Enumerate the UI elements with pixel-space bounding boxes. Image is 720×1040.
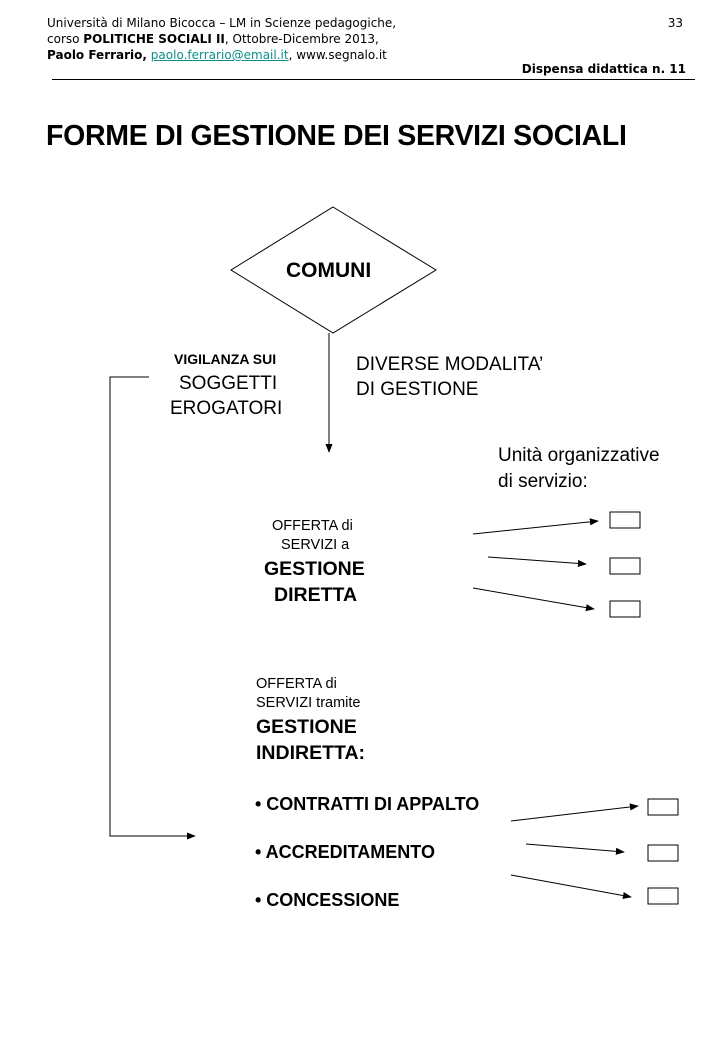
header-course-name: POLITICHE SOCIALI II xyxy=(83,32,225,46)
unita-line-1: Unità organizzative xyxy=(498,445,660,466)
header-line-3: Paolo Ferrario, paolo.ferrario@email.it,… xyxy=(47,47,396,63)
indiretta-line-1: OFFERTA di xyxy=(256,676,337,692)
unita-line-2: di servizio: xyxy=(498,471,588,492)
bullet-accreditamento: • ACCREDITAMENTO xyxy=(255,842,435,862)
modalita-line-1: DIVERSE MODALITA’ xyxy=(356,354,544,375)
vigilanza-soggetti: SOGGETTI xyxy=(179,373,278,394)
indiretta-arrow-3 xyxy=(510,874,632,900)
indiretta-line-2: SERVIZI tramite xyxy=(256,695,361,711)
unit-box-diretta-3 xyxy=(609,600,641,618)
unit-box-diretta-1 xyxy=(609,511,641,529)
unit-box-indiretta-2 xyxy=(647,844,679,862)
diretta-line-3: GESTIONE xyxy=(264,558,365,580)
header-course-prefix: corso xyxy=(47,32,84,46)
header-website: , www.segnalo.it xyxy=(288,48,387,62)
bullet-contratti-appalto: • CONTRATTI DI APPALTO xyxy=(255,794,480,814)
diretta-arrow-3 xyxy=(472,587,595,612)
vigilanza-erogatori: EROGATORI xyxy=(170,398,283,419)
diretta-arrow-1 xyxy=(472,518,599,535)
indiretta-arrow-2 xyxy=(525,843,625,855)
indiretta-line-4: INDIRETTA: xyxy=(256,742,366,764)
indiretta-line-3: GESTIONE xyxy=(256,716,357,738)
page-title: FORME DI GESTIONE DEI SERVIZI SOCIALI xyxy=(46,120,627,152)
diretta-line-1: OFFERTA di xyxy=(272,518,353,534)
diretta-arrow-2 xyxy=(487,556,587,568)
unit-box-indiretta-3 xyxy=(647,887,679,905)
document-header: Università di Milano Bicocca – LM in Sci… xyxy=(47,15,396,63)
vigilanza-small: VIGILANZA SUI xyxy=(174,351,277,367)
vigilanza-connector xyxy=(109,376,196,840)
header-line-2: corso POLITICHE SOCIALI II, Ottobre-Dice… xyxy=(47,31,396,47)
indiretta-arrow-1 xyxy=(510,803,639,822)
header-divider xyxy=(52,79,695,80)
diretta-line-2: SERVIZI a xyxy=(281,537,350,553)
header-line-1: Università di Milano Bicocca – LM in Sci… xyxy=(47,16,397,30)
comuni-label: COMUNI xyxy=(286,259,372,282)
unit-box-indiretta-1 xyxy=(647,798,679,816)
header-author: Paolo Ferrario, xyxy=(47,48,147,62)
bullet-concessione: • CONCESSIONE xyxy=(255,890,400,910)
page-number: 33 xyxy=(667,16,683,30)
modalita-line-2: DI GESTIONE xyxy=(356,379,479,400)
dispensa-label: Dispensa didattica n. 11 xyxy=(521,62,686,76)
header-period: , Ottobre-Dicembre 2013, xyxy=(224,32,379,46)
comuni-diamond xyxy=(230,206,437,334)
diretta-line-4: DIRETTA xyxy=(274,584,358,606)
unit-box-diretta-2 xyxy=(609,557,641,575)
email-link[interactable]: paolo.ferrario@email.it xyxy=(150,48,289,62)
